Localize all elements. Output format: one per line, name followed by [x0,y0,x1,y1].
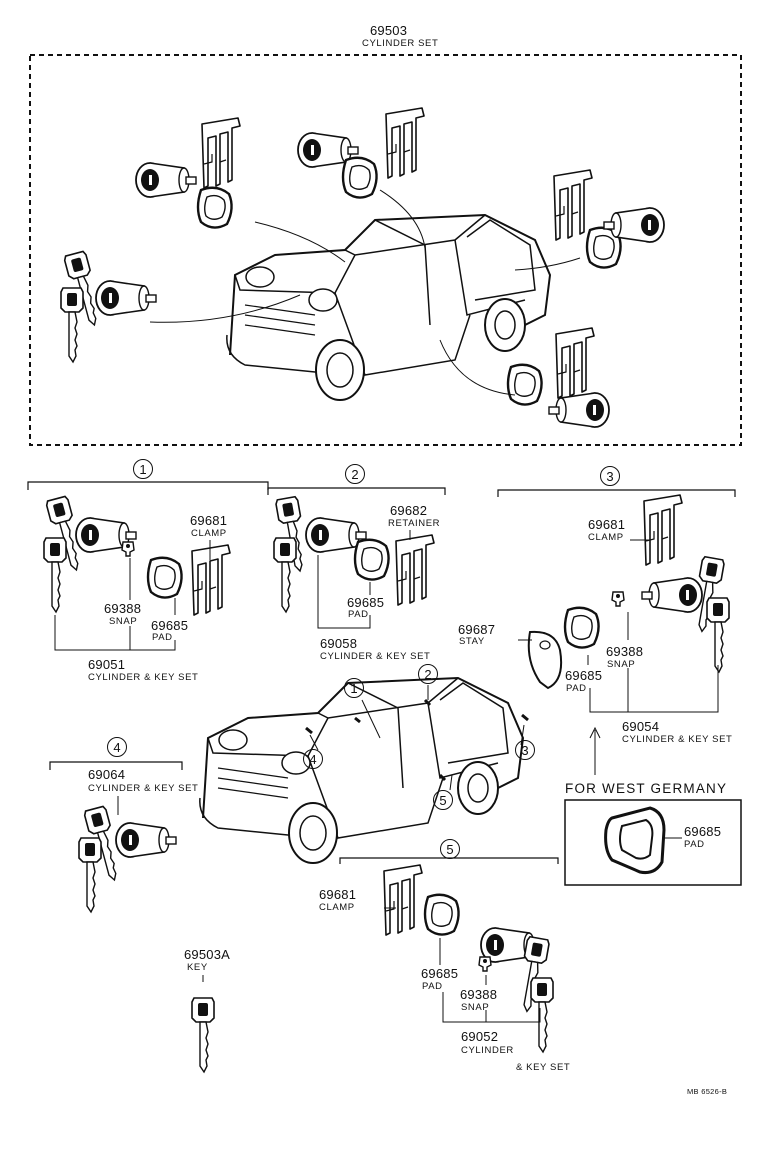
fwg-pad-number: 69685 [684,824,722,839]
section-marker-3: 3 [600,466,620,486]
s5-snap-name: SNAP [461,1002,490,1013]
s1-pad-number: 69685 [151,618,189,633]
s3-snap-number: 69388 [606,644,644,659]
s5-pad-number: 69685 [421,966,459,981]
s5-set-name-line2: & KEY SET [516,1062,571,1073]
section-marker-2: 2 [345,464,365,484]
s4-set-name: CYLINDER & KEY SET [88,783,199,794]
s1-clamp-name: CLAMP [191,528,227,539]
s2-set-name: CYLINDER & KEY SET [320,651,431,662]
s3-snap-name: SNAP [607,659,636,670]
top-set-name: CYLINDER SET [362,38,439,49]
car-marker-5: 5 [433,790,453,810]
west-germany-title: FOR WEST GERMANY [565,781,728,796]
s4-set-number: 69064 [88,767,126,782]
s1-set-number: 69051 [88,657,126,672]
car-marker-2: 2 [418,664,438,684]
s3-pad-name: PAD [566,683,587,694]
s1-clamp-number: 69681 [190,513,228,528]
s5-clamp-number: 69681 [319,887,357,902]
s2-pad-name: PAD [348,609,369,620]
key-name: KEY [187,962,208,973]
s3-clamp-name: CLAMP [588,532,624,543]
s1-set-name: CYLINDER & KEY SET [88,672,199,683]
section-marker-4: 4 [107,737,127,757]
s2-pad-number: 69685 [347,595,385,610]
s5-set-number: 69052 [461,1029,499,1044]
s3-clamp-number: 69681 [588,517,626,532]
s1-pad-name: PAD [152,632,173,643]
s5-snap-number: 69388 [460,987,498,1002]
car-marker-4: 4 [303,749,323,769]
s3-set-number: 69054 [622,719,660,734]
s2-retainer-name: RETAINER [388,518,441,529]
s5-set-name-line1: CYLINDER [461,1045,514,1056]
reference-code: MB 6526-B [687,1087,728,1096]
s3-stay-number: 69687 [458,622,496,637]
s5-clamp-name: CLAMP [319,902,355,913]
s5-pad-name: PAD [422,981,443,992]
section-marker-1: 1 [133,459,153,479]
car-marker-1: 1 [344,678,364,698]
s3-pad-number: 69685 [565,668,603,683]
section-marker-5: 5 [440,839,460,859]
s3-stay-name: STAY [459,636,485,647]
key-number: 69503A [184,947,231,962]
car-marker-3: 3 [515,740,535,760]
s1-snap-number: 69388 [104,601,142,616]
s2-set-number: 69058 [320,636,358,651]
s3-set-name: CYLINDER & KEY SET [622,734,733,745]
s2-retainer-number: 69682 [390,503,428,518]
fwg-pad-name: PAD [684,839,705,850]
top-set-number: 69503 [370,23,408,38]
s1-snap-name: SNAP [109,616,138,627]
